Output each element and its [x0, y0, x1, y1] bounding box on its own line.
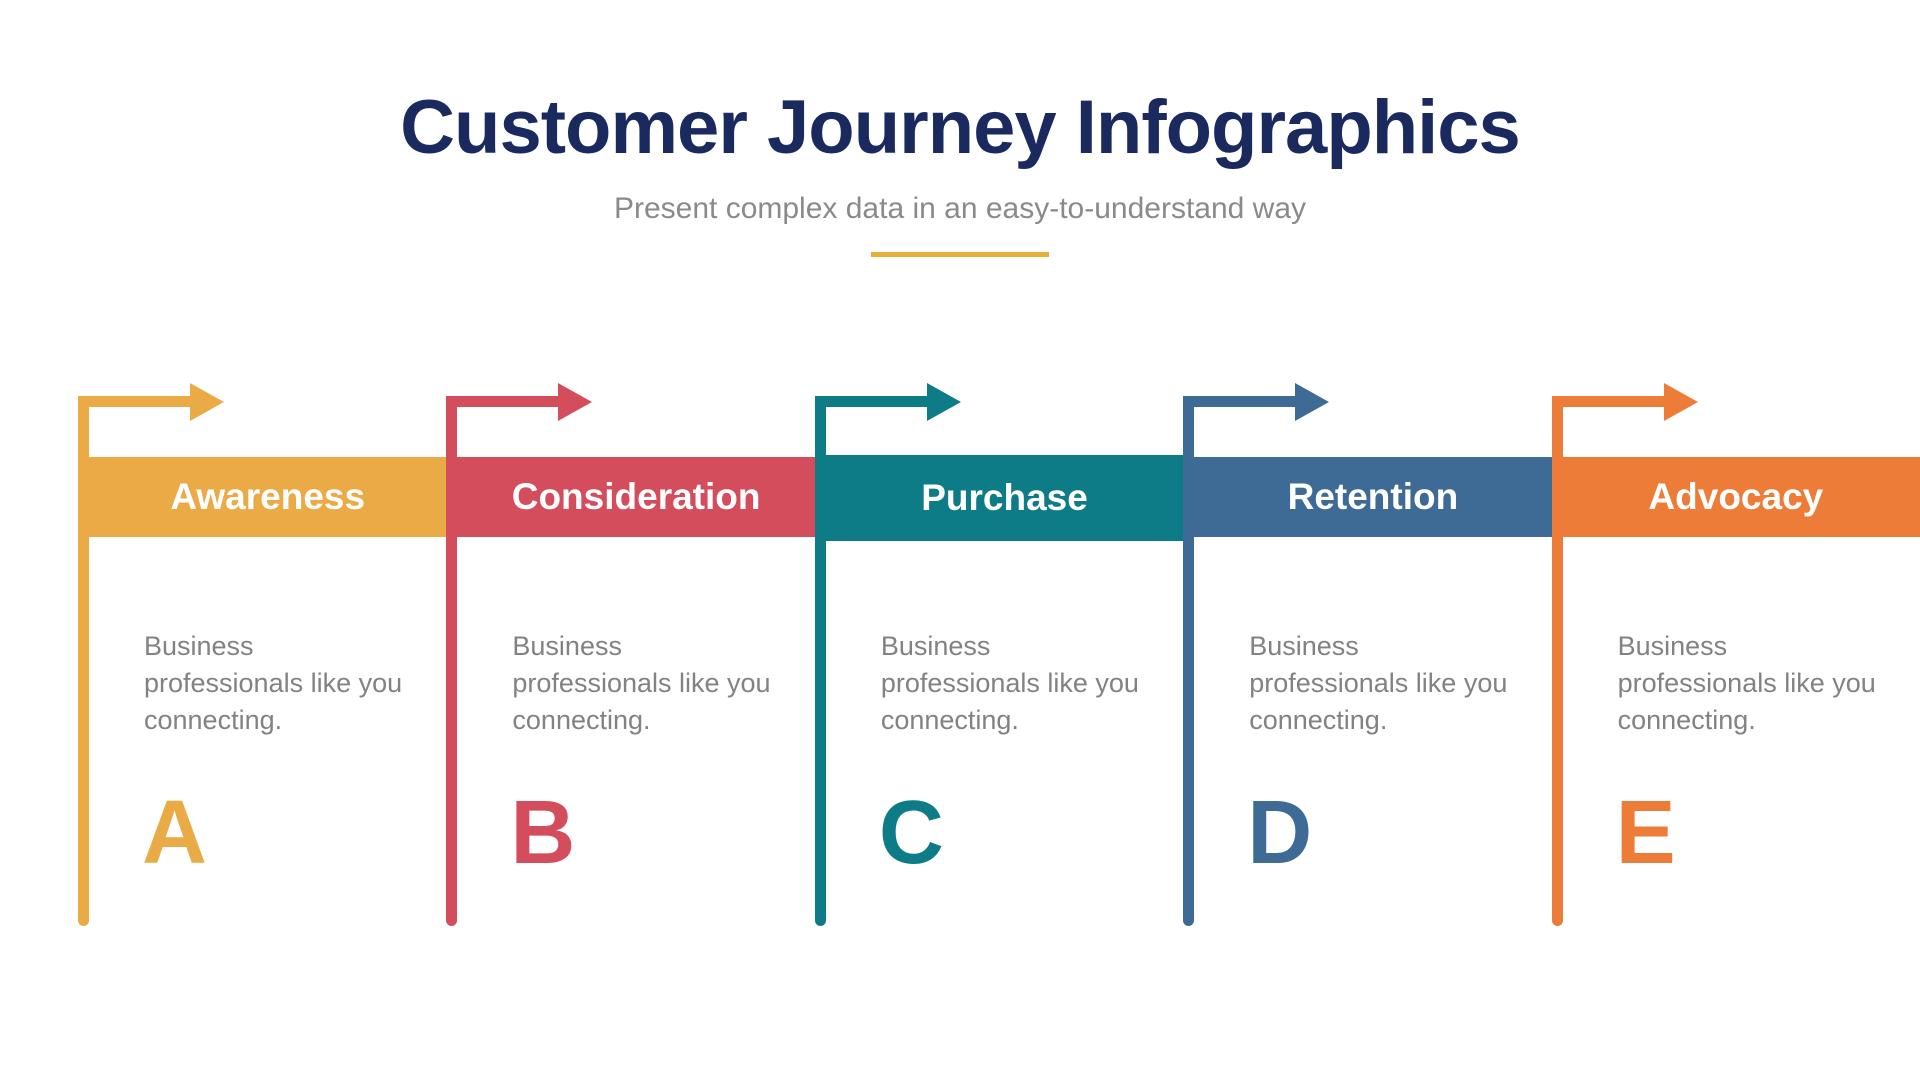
arrow-right-icon: [558, 383, 593, 421]
stage-description: Business professionals like you connecti…: [1249, 631, 1508, 735]
stage-vertical-line: [78, 396, 89, 926]
stage-banner: Purchase: [814, 455, 1195, 541]
stage-letter: B: [510, 783, 576, 883]
arrow-right-icon: [1663, 383, 1698, 421]
arrow-shaft: [814, 396, 928, 407]
stage-banner: Retention: [1183, 457, 1563, 537]
stage-letter: A: [142, 783, 207, 883]
stage-letter: C: [878, 783, 944, 883]
stage-letter: E: [1615, 783, 1676, 883]
page-subtitle: Present complex data in an easy-to-under…: [613, 192, 1307, 225]
page-title: Customer Journey Infographics: [400, 85, 1521, 170]
arrow-shaft: [1551, 396, 1665, 407]
stage-letter: D: [1247, 783, 1313, 883]
stage-advocacy: Advocacy Business professionals like you…: [1551, 0, 1920, 1080]
stage-banner-label: Purchase: [921, 477, 1088, 518]
stage-banner-label: Awareness: [170, 476, 366, 517]
stage-vertical-line: [446, 396, 458, 926]
stage-consideration: Consideration Business professionals lik…: [446, 0, 826, 1080]
stage-banner-label: Advocacy: [1648, 476, 1824, 517]
arrow-right-icon: [926, 383, 961, 421]
stage-description: Business professionals like you connecti…: [512, 631, 771, 735]
stage-vertical-line: [1183, 396, 1195, 926]
arrow-right-icon: [1295, 383, 1330, 421]
arrow-right-icon: [190, 383, 224, 421]
stage-vertical-line: [814, 396, 826, 926]
stage-banner: Advocacy: [1551, 457, 1920, 537]
stage-awareness: Awareness Business professionals like yo…: [78, 0, 458, 1080]
stage-description: Business professionals like you connecti…: [880, 631, 1139, 735]
stage-vertical-line: [1551, 396, 1563, 926]
title-divider-line: [871, 252, 1049, 257]
stage-banner-label: Retention: [1287, 476, 1459, 517]
stage-purchase: Purchase Business professionals like you…: [814, 0, 1195, 1080]
stage-retention: Retention Business professionals like yo…: [1183, 0, 1563, 1080]
arrow-shaft: [78, 396, 191, 407]
arrow-shaft: [446, 396, 560, 407]
journey-stages: Awareness Business professionals like yo…: [78, 0, 1920, 1080]
stage-banner: Consideration: [446, 457, 826, 537]
stage-description: Business professionals like you connecti…: [1617, 631, 1876, 735]
arrow-shaft: [1183, 396, 1297, 407]
stage-description: Business professionals like you connecti…: [144, 631, 403, 735]
stage-banner: Awareness: [78, 457, 458, 537]
stage-banner-label: Consideration: [511, 476, 761, 517]
